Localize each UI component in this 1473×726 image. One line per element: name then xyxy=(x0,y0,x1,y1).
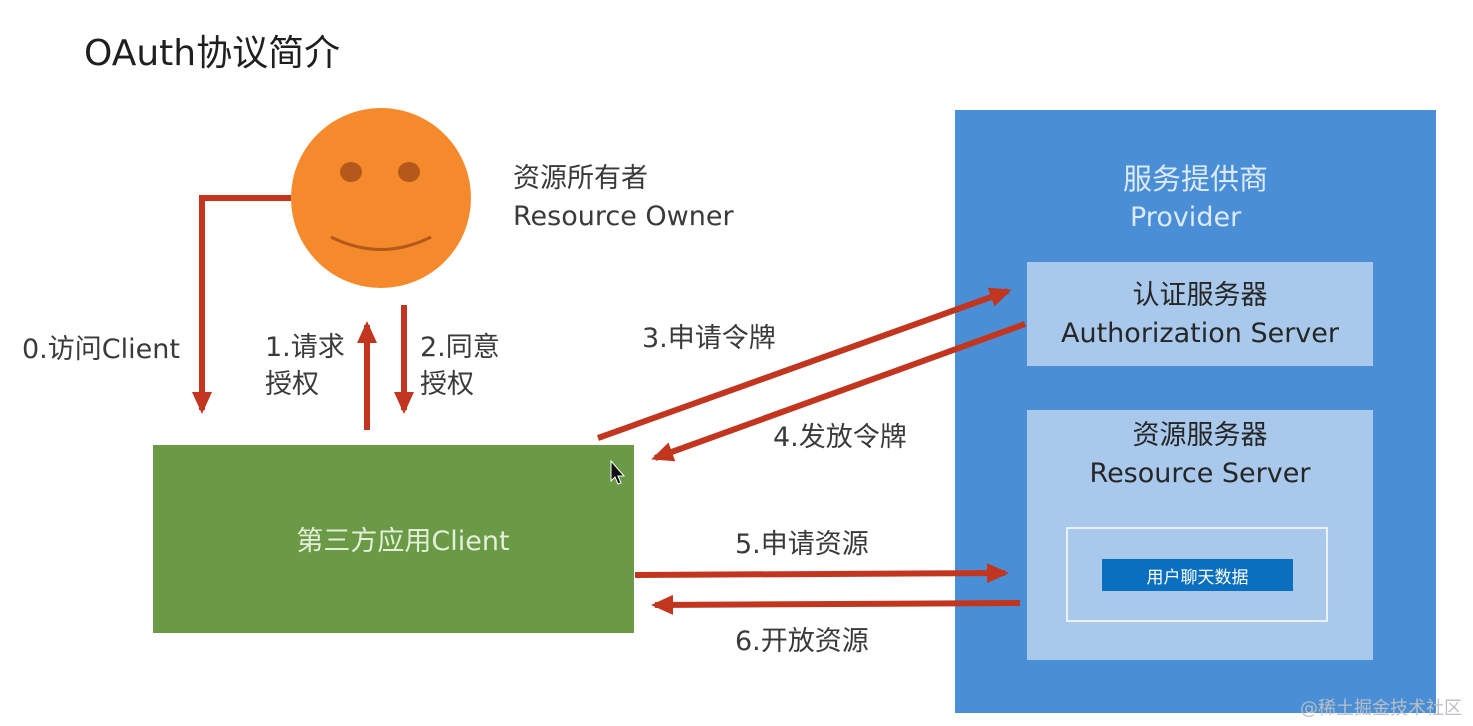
step-3-label: 3.申请令牌 xyxy=(642,323,776,354)
step-1-label-line2: 授权 xyxy=(265,369,319,400)
step-5-label: 5.申请资源 xyxy=(735,529,869,560)
step-2-label-line1: 2.同意 xyxy=(420,332,500,363)
arrows xyxy=(192,195,1027,615)
provider-subtitle: Provider xyxy=(1130,202,1242,233)
client-label: 第三方应用Client xyxy=(296,526,510,557)
resource-owner-label-en: Resource Owner xyxy=(513,201,734,232)
arrow-issue-token xyxy=(651,321,1027,462)
arrow-access-client xyxy=(192,195,291,414)
step-6-label: 6.开放资源 xyxy=(735,626,869,657)
user-data-frame xyxy=(1066,527,1328,622)
arrow-apply-token xyxy=(596,287,1012,441)
step-1-label-line1: 1.请求 xyxy=(265,332,345,363)
resource-owner-face-icon xyxy=(291,108,471,288)
page-title: OAuth协议简介 xyxy=(84,33,341,74)
step-0-label: 0.访问Client xyxy=(22,334,180,365)
client-box xyxy=(153,445,634,633)
authorization-server-box: 认证服务器 Authorization Server xyxy=(1027,262,1373,366)
arrow-apply-resource xyxy=(634,563,1009,584)
watermark: @稀土掘金技术社区 xyxy=(1300,698,1462,719)
resource-server-box: 资源服务器 Resource Server xyxy=(1027,410,1373,660)
mouse-cursor-icon xyxy=(610,459,626,485)
provider-title: 服务提供商 xyxy=(1122,162,1268,196)
auth-server-label-cn: 认证服务器 xyxy=(1132,280,1268,311)
step-2-label-line2: 授权 xyxy=(420,369,474,400)
user-data-label: 用户聊天数据 xyxy=(1102,559,1293,591)
resource-owner-label-cn: 资源所有者 xyxy=(513,163,648,194)
auth-server-label-en: Authorization Server xyxy=(1061,318,1339,349)
step-4-label: 4.发放令牌 xyxy=(773,422,907,453)
resource-server-label-en: Resource Server xyxy=(1089,458,1311,489)
resource-server-label-cn: 资源服务器 xyxy=(1132,420,1268,451)
arrow-open-resource xyxy=(651,594,1021,615)
